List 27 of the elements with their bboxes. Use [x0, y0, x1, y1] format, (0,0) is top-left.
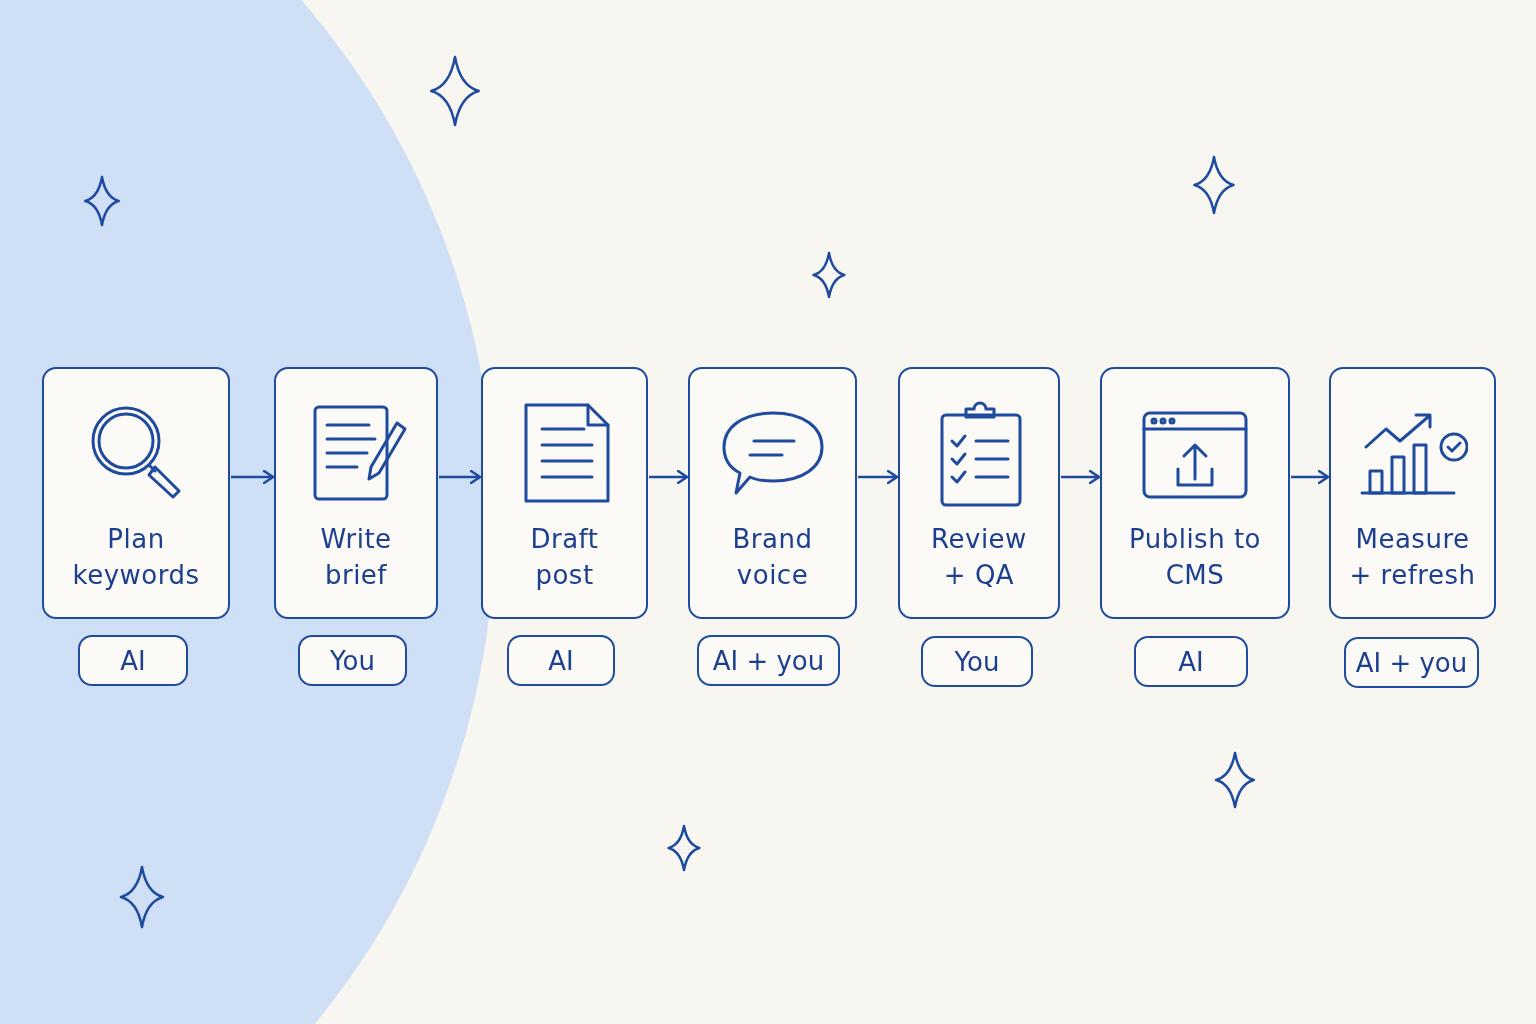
role-tag: AI: [1134, 636, 1248, 687]
arrow: [1061, 469, 1101, 485]
role-tag: AI: [507, 635, 615, 686]
arrow: [858, 469, 899, 485]
step-label: Draft post: [529, 523, 600, 592]
arrow: [231, 469, 275, 485]
role-tag: You: [298, 635, 407, 686]
step-label: Plan keywords: [71, 523, 201, 592]
step-label: Measure + refresh: [1348, 523, 1477, 592]
step-card: [274, 367, 438, 619]
arrow: [439, 469, 482, 485]
role-tag: AI + you: [1344, 637, 1479, 688]
step-label: Review + QA: [930, 523, 1028, 592]
role-tag: AI + you: [697, 635, 840, 686]
step-label: Publish to CMS: [1127, 523, 1262, 592]
step-card: [1100, 367, 1290, 619]
step-label: Brand voice: [731, 523, 814, 592]
role-tag: You: [921, 636, 1033, 687]
step-card: [42, 367, 230, 619]
step-card: [481, 367, 648, 619]
step-label: Write brief: [319, 523, 393, 592]
role-tag: AI: [78, 635, 188, 686]
step-card: [1329, 367, 1496, 619]
arrow: [1291, 469, 1330, 485]
arrow: [649, 469, 689, 485]
step-card: [688, 367, 857, 619]
step-card: [898, 367, 1060, 619]
